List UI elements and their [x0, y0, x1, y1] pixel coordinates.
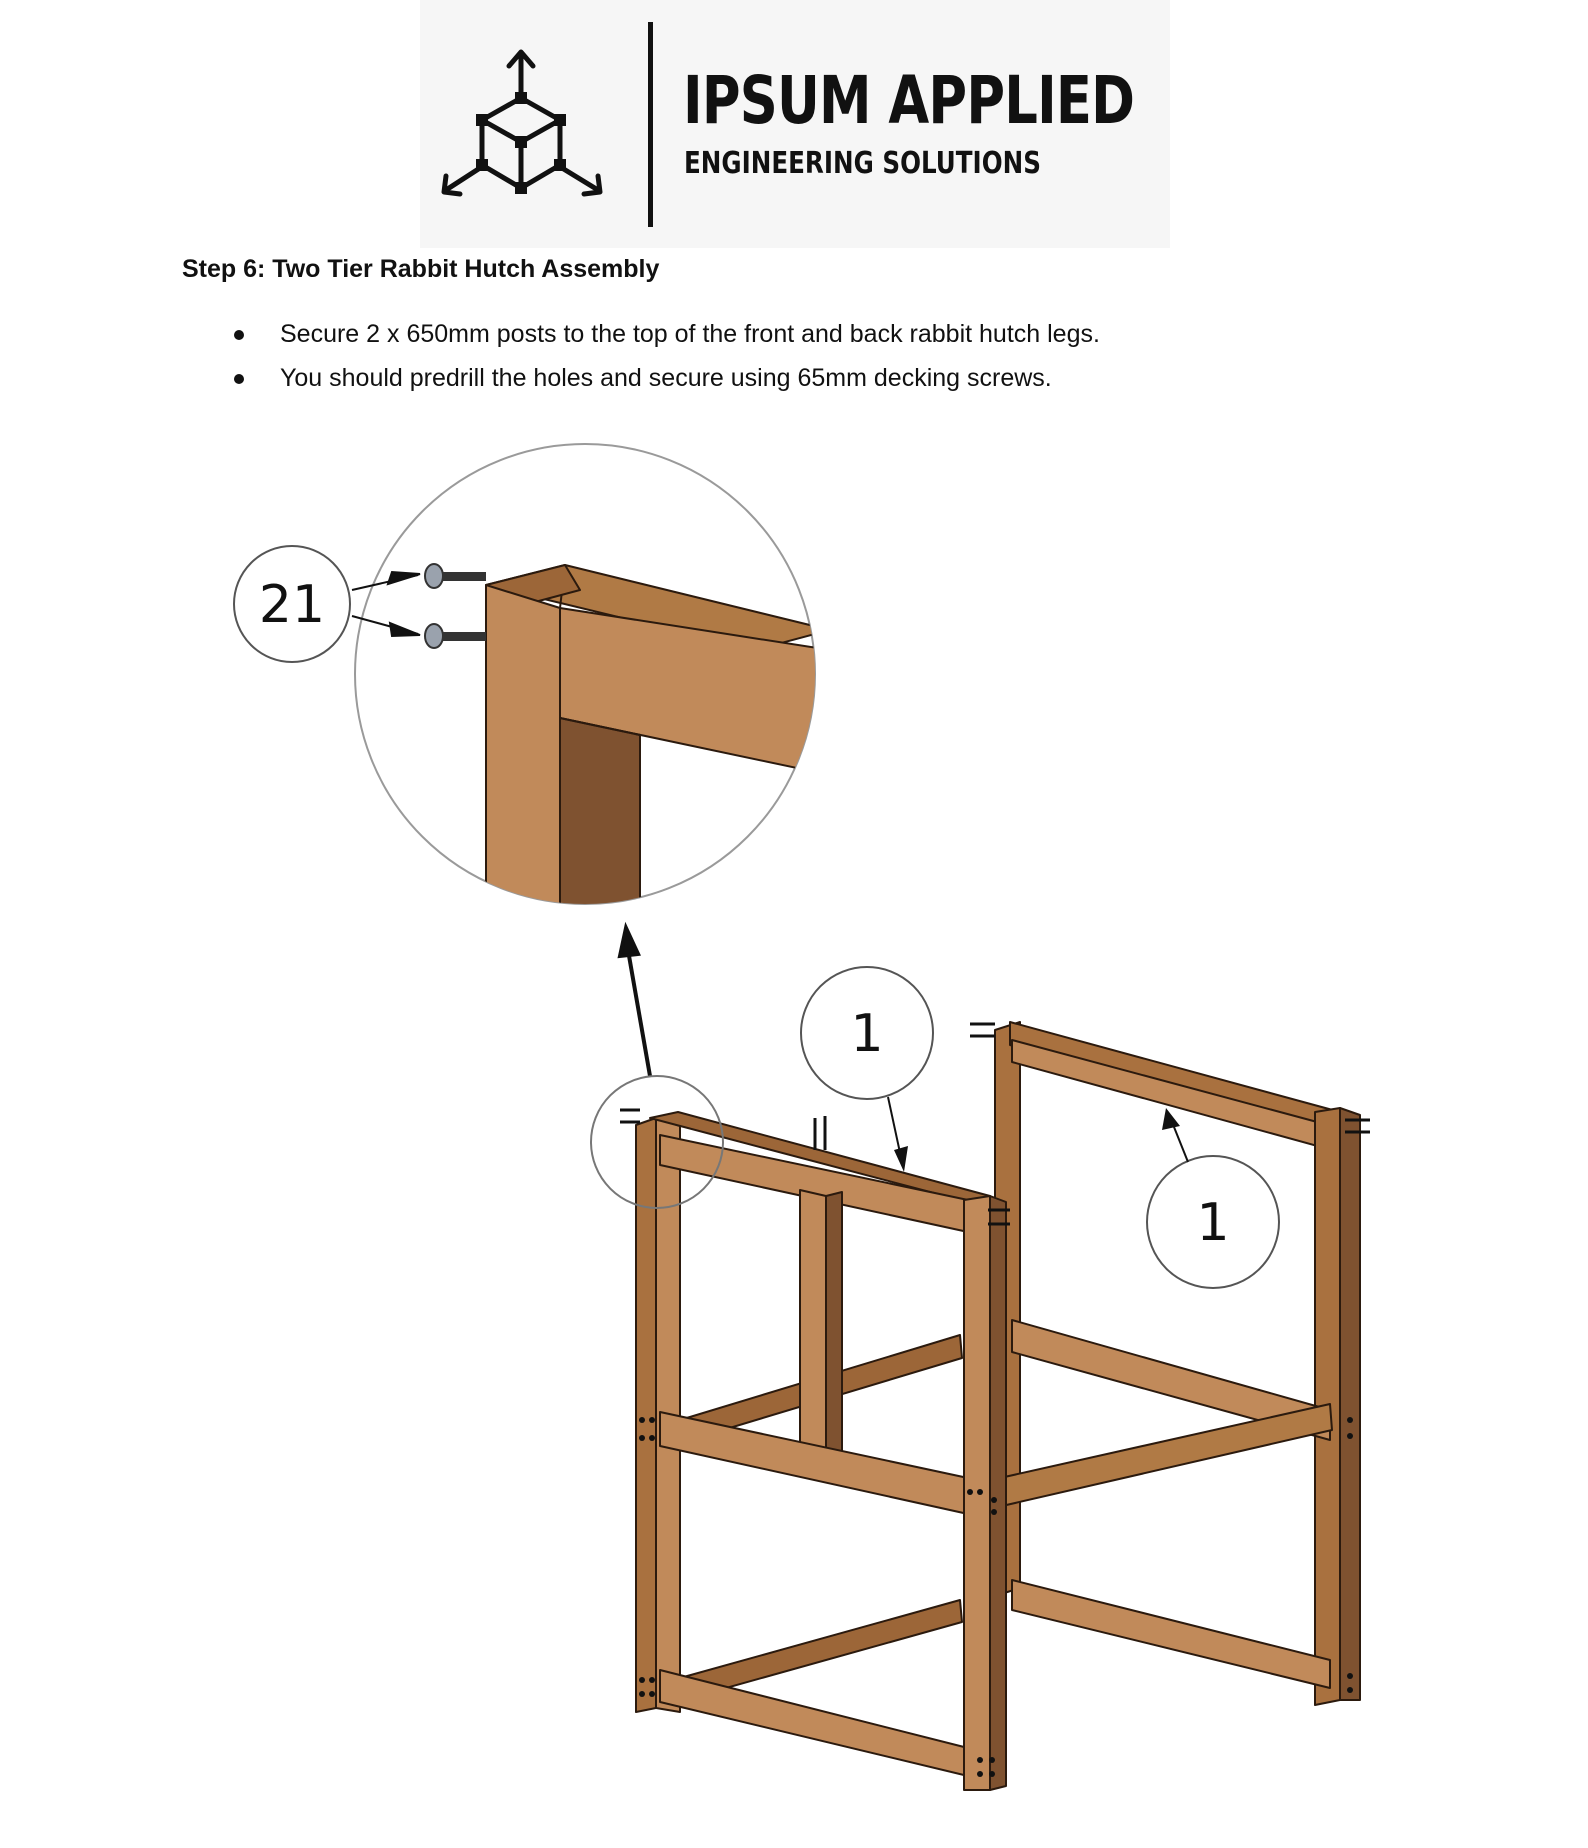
zoom-arrow: [617, 921, 652, 1077]
callout-label-post-front: 1: [850, 1004, 883, 1064]
bullet-icon: [234, 374, 244, 384]
callout-label-post-back: 1: [1196, 1193, 1229, 1253]
screw-holes: [639, 1417, 1353, 1777]
instruction-list: Secure 2 x 650mm posts to the top of the…: [228, 312, 1100, 400]
screw-marks: [620, 1022, 1370, 1226]
bullet-icon: [234, 330, 244, 340]
screw-icon: [424, 623, 486, 649]
instruction-item: Secure 2 x 650mm posts to the top of the…: [228, 312, 1100, 356]
callout-post-front: [800, 966, 934, 1172]
logo-divider: [648, 22, 653, 227]
detail-view: [351, 443, 816, 905]
step-title: Step 6: Two Tier Rabbit Hutch Assembly: [182, 255, 660, 283]
zoom-region: [590, 1075, 724, 1209]
hutch-frame: [635, 1021, 1361, 1791]
company-tagline: ENGINEERING SOLUTIONS: [684, 146, 1041, 181]
screw-icon: [424, 563, 486, 589]
callout-screws: [233, 545, 351, 663]
callout-post-back: [1146, 1108, 1280, 1289]
callout-label-screws: 21: [259, 575, 325, 635]
instruction-text: Secure 2 x 650mm posts to the top of the…: [280, 320, 1100, 348]
company-name: IPSUM APPLIED: [683, 62, 1135, 139]
instruction-text: You should predrill the holes and secure…: [280, 364, 1052, 392]
instruction-item: You should predrill the holes and secure…: [228, 356, 1100, 400]
